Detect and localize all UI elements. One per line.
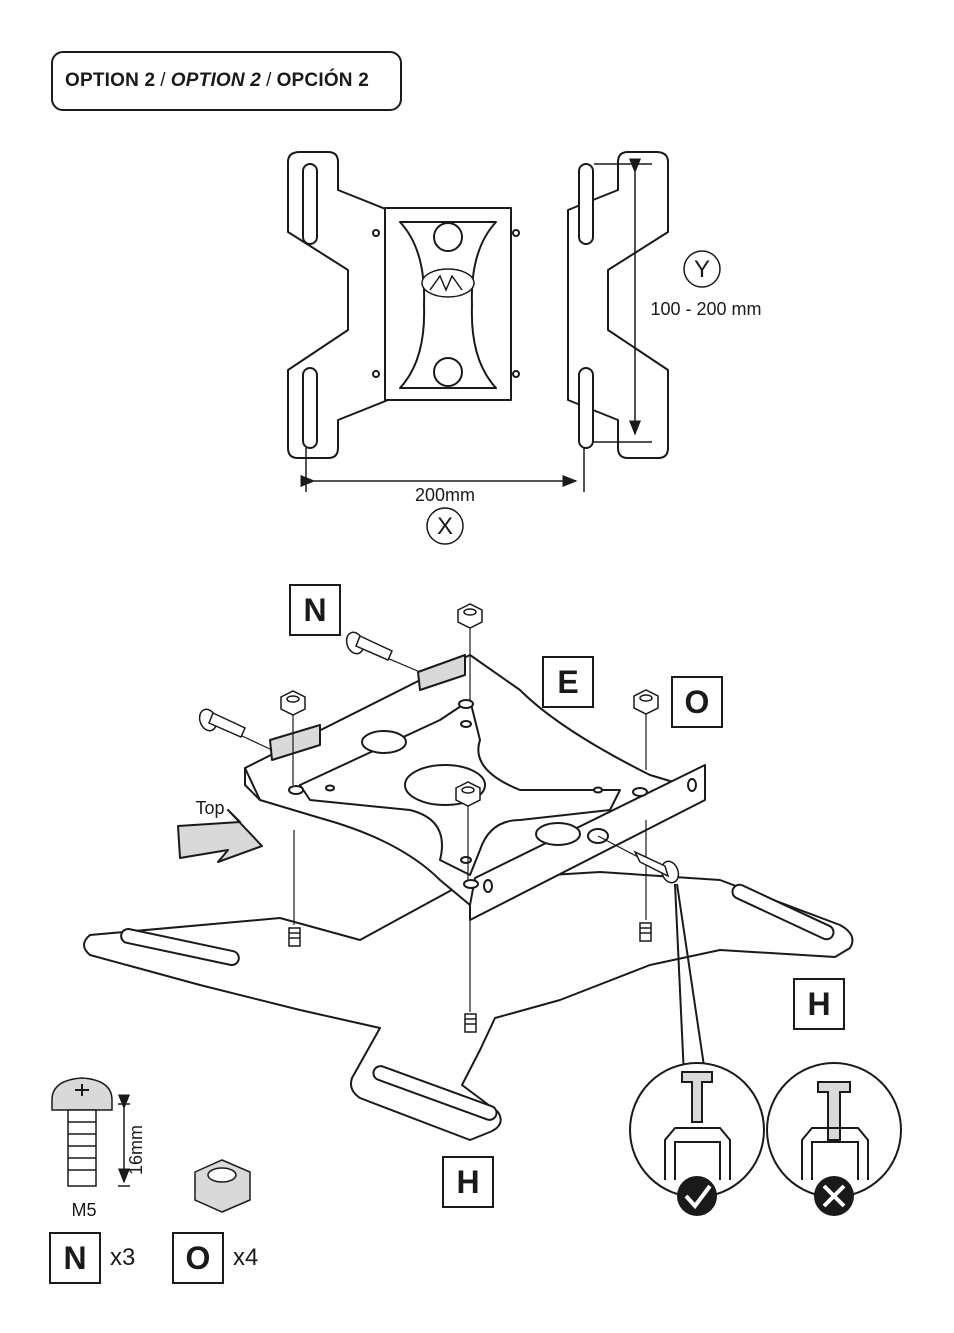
- screw-size: M5: [71, 1200, 96, 1220]
- label-o-box: O: [671, 676, 723, 728]
- lock-nuts: [280, 603, 659, 807]
- qty-n: x3: [110, 1244, 135, 1271]
- label-e-box: E: [542, 656, 594, 708]
- nut-illustration: [194, 1159, 251, 1213]
- title-separator-2: /: [266, 70, 272, 91]
- label-h-box-right: H: [793, 978, 845, 1030]
- check-icon: [677, 1176, 717, 1216]
- dimension-y-value: 100 - 200 mm: [650, 299, 761, 319]
- screw-m5-illustration: [51, 1077, 130, 1187]
- title-separator-1: /: [160, 70, 166, 91]
- arrow-icon: [177, 809, 263, 863]
- screw-length: 16mm: [126, 1125, 146, 1175]
- detail-correct: [629, 883, 765, 1198]
- dimension-y: [594, 158, 721, 443]
- bracket-top-view: [287, 151, 669, 459]
- dimension-x-letter: X: [437, 513, 453, 540]
- qty-label-n: N: [63, 1240, 86, 1276]
- qty-o: x4: [233, 1244, 258, 1271]
- dimension-x: [300, 448, 585, 545]
- dimension-x-value: 200mm: [415, 485, 475, 505]
- label-n: N: [303, 592, 326, 628]
- title-option-es: OPCIÓN 2: [276, 70, 369, 91]
- title-option-en: OPTION 2: [65, 70, 156, 91]
- title-option-fr: OPTION 2: [170, 70, 262, 91]
- logo-icon: [421, 268, 475, 298]
- qty-label-o: O: [186, 1240, 211, 1276]
- qty-o-box: O: [172, 1232, 224, 1284]
- label-h-box-bottom: H: [442, 1156, 494, 1208]
- cross-icon: [814, 1176, 854, 1216]
- detail-incorrect: [766, 1062, 902, 1198]
- threaded-studs: [288, 922, 652, 1033]
- bracket-h-plate: [83, 871, 854, 1141]
- alignment-lines: [239, 628, 647, 1012]
- top-arrow-label: Top: [195, 798, 224, 818]
- label-n-box: N: [289, 584, 341, 636]
- label-h-bottom: H: [456, 1164, 479, 1200]
- label-o: O: [685, 684, 710, 720]
- dimension-y-letter: Y: [694, 256, 710, 283]
- qty-n-box: N: [49, 1232, 101, 1284]
- option-title-box: OPTION 2 / OPTION 2 / OPCIÓN 2: [51, 51, 402, 111]
- label-e: E: [557, 664, 578, 700]
- screws: [198, 631, 680, 884]
- label-h-right: H: [807, 986, 830, 1022]
